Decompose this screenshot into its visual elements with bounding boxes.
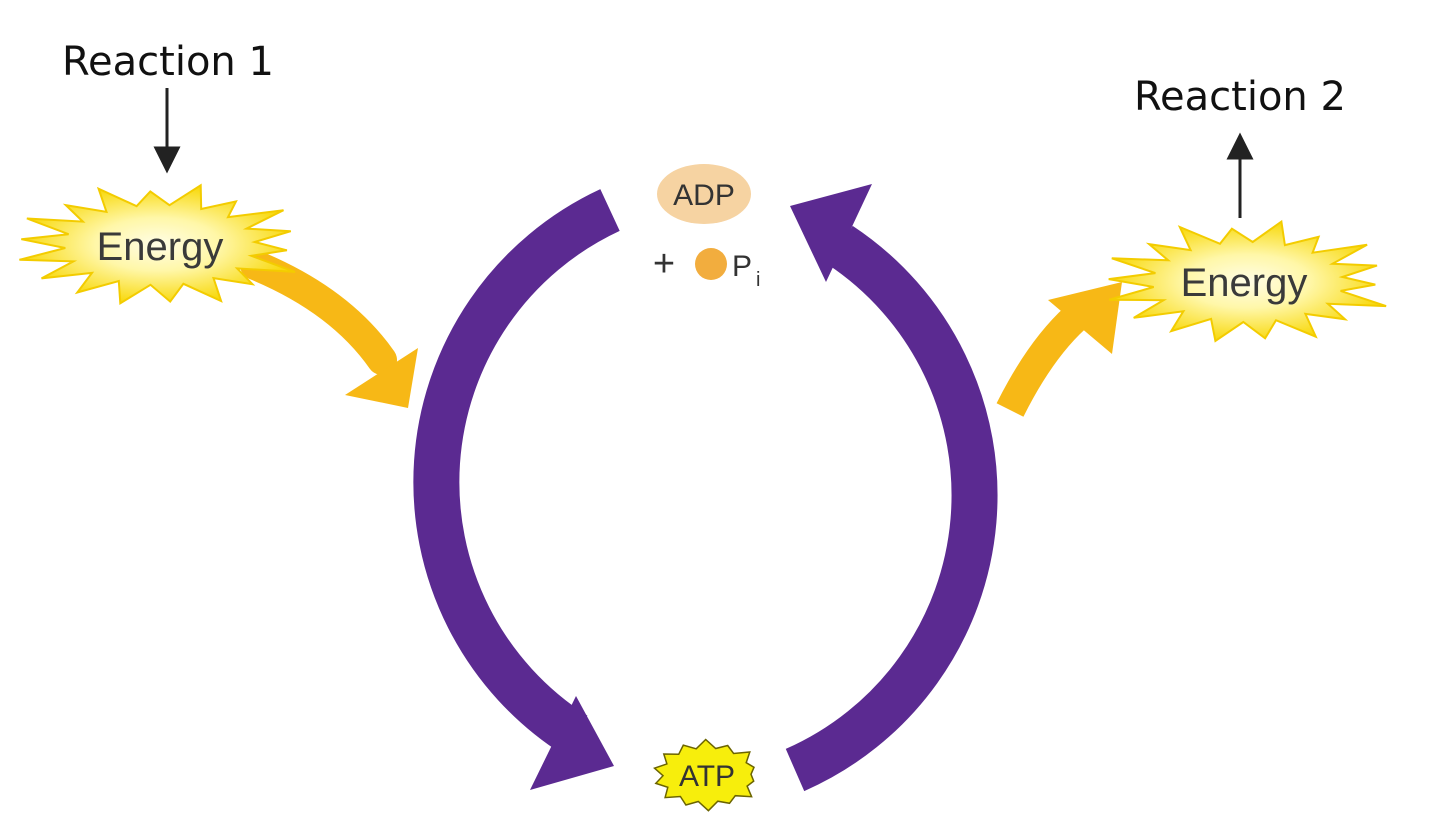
atp-burst: ATP <box>653 738 755 812</box>
phosphate-subscript: i <box>756 269 760 291</box>
reaction-1-label: Reaction 1 <box>62 39 274 85</box>
phosphate-dot <box>695 248 727 280</box>
adp-label: ADP <box>673 179 735 212</box>
energy-right-label: Energy <box>1181 261 1308 305</box>
energy-in-arrow-shaft <box>240 250 397 375</box>
energy-left-label: Energy <box>97 225 224 269</box>
cycle-arrow-left <box>413 189 620 755</box>
energy-in-arrow-head <box>345 348 418 408</box>
cycle-arrow-right-head <box>790 184 872 282</box>
phosphate-symbol: P <box>732 250 752 283</box>
energy-out-arrow-head <box>1048 282 1122 354</box>
reaction-2-label: Reaction 2 <box>1134 74 1346 120</box>
adp-oval <box>657 164 751 224</box>
energy-burst-left: Energy <box>19 183 296 306</box>
cycle-arrow-left-head <box>530 696 614 790</box>
plus-sign: + <box>653 243 675 285</box>
energy-out-arrow-shaft <box>996 306 1086 417</box>
energy-burst-right: Energy <box>1108 219 1387 343</box>
cycle-arrow-right <box>785 225 998 792</box>
atp-label: ATP <box>679 760 735 793</box>
